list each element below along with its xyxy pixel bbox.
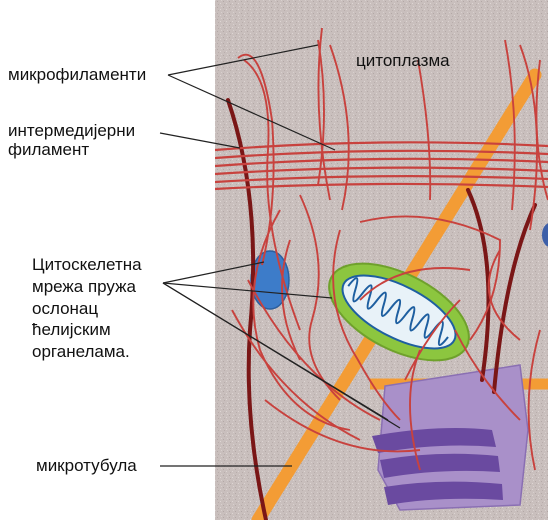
- leader-lines: [159, 44, 401, 467]
- cytoskeleton-line2: мрежа пружа: [32, 276, 136, 296]
- label-cytoskeleton-network: Цитоскелетна мрежа пружа ослонац ћелијск…: [32, 254, 142, 363]
- label-microtubule: микротубула: [36, 456, 137, 475]
- cytoskeleton-line4: ћелијским: [32, 320, 111, 340]
- cytoskeleton-line3: ослонац: [32, 298, 99, 318]
- cytoskeleton-line5: органелама.: [32, 342, 130, 361]
- intermediate-filaments: [226, 98, 537, 520]
- label-microfilaments: микрофиламенти: [8, 65, 147, 84]
- label-intermediate-filament-line2: филамент: [8, 140, 90, 159]
- vesicle-edge: [542, 223, 548, 247]
- mitochondrion: [328, 262, 470, 362]
- microfilament-network: [231, 27, 548, 471]
- label-intermediate-filament-line1: интермедијерни: [8, 121, 136, 140]
- cytoskeleton-line1: Цитоскелетна: [32, 255, 142, 274]
- microfilament-band: [215, 141, 548, 191]
- label-cytoplasm: цитоплазма: [356, 51, 450, 70]
- golgi-apparatus: [372, 364, 529, 511]
